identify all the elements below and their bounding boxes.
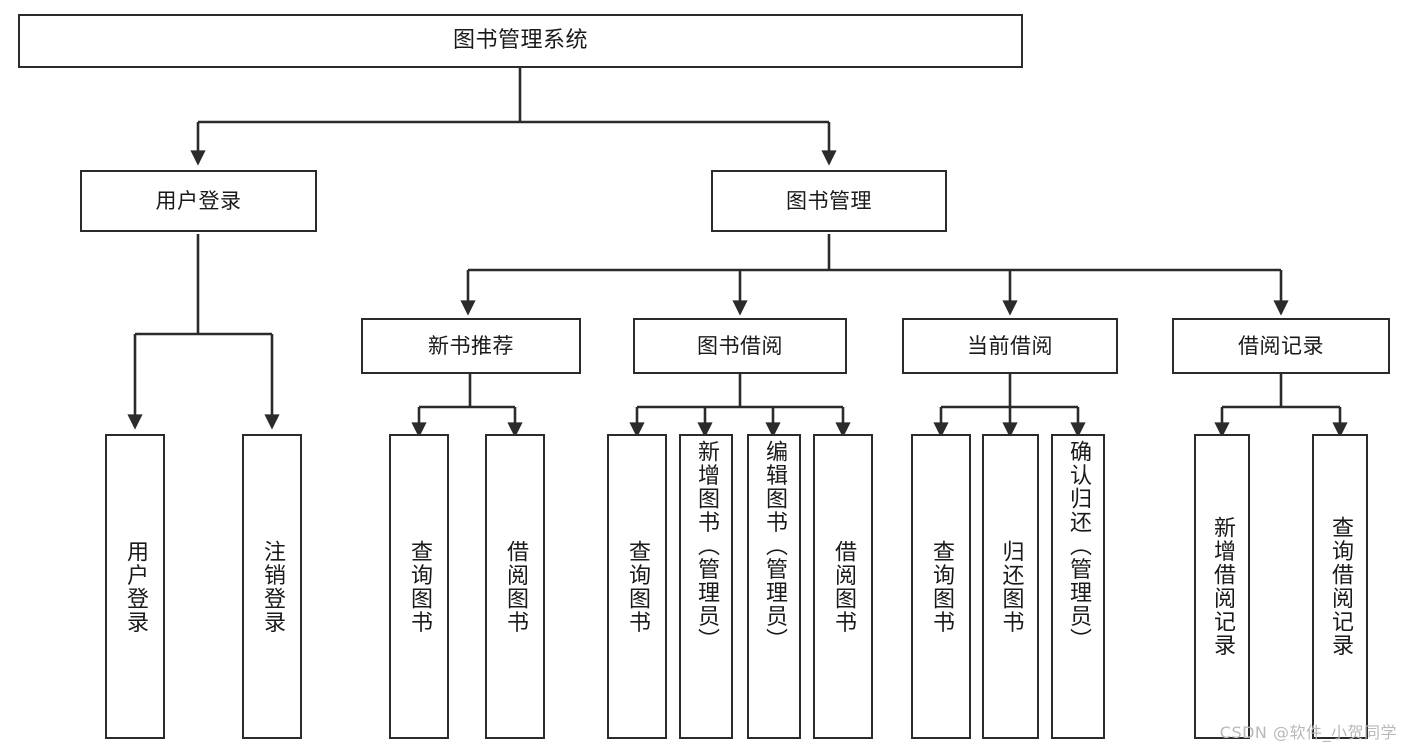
node-label: 查询借阅记录 xyxy=(1328,516,1353,657)
node-label: 注销登录 xyxy=(260,539,285,634)
leaf-user-login-login[interactable]: 用户登录 xyxy=(105,434,165,739)
node-current-borrow[interactable]: 当前借阅 xyxy=(902,318,1118,374)
node-label: 确认归还（管理员） xyxy=(1066,440,1091,652)
node-label: 用户登录 xyxy=(123,539,148,634)
node-label: 图书管理 xyxy=(786,188,872,213)
node-borrow-record[interactable]: 借阅记录 xyxy=(1172,318,1390,374)
leaf-book-borrow-borrow-book[interactable]: 借阅图书 xyxy=(813,434,873,739)
node-label: 新书推荐 xyxy=(428,333,514,358)
leaf-book-borrow-edit-book-admin[interactable]: 编辑图书（管理员） xyxy=(747,434,801,739)
node-new-book-recommend[interactable]: 新书推荐 xyxy=(361,318,581,374)
leaf-borrow-record-add-record[interactable]: 新增借阅记录 xyxy=(1194,434,1250,739)
node-label: 借阅记录 xyxy=(1238,333,1324,358)
node-book-borrow[interactable]: 图书借阅 xyxy=(633,318,847,374)
leaf-current-borrow-query-book[interactable]: 查询图书 xyxy=(911,434,971,739)
leaf-book-borrow-query-book[interactable]: 查询图书 xyxy=(607,434,667,739)
node-label: 归还图书 xyxy=(998,539,1024,634)
node-user-login[interactable]: 用户登录 xyxy=(80,170,317,232)
leaf-book-borrow-add-book-admin[interactable]: 新增图书（管理员） xyxy=(679,434,733,739)
leaf-current-borrow-confirm-return-admin[interactable]: 确认归还（管理员） xyxy=(1051,434,1105,739)
node-label: 查询图书 xyxy=(625,539,650,634)
node-label: 图书管理系统 xyxy=(452,28,588,54)
leaf-user-login-logout[interactable]: 注销登录 xyxy=(242,434,302,739)
node-label: 图书借阅 xyxy=(697,333,783,358)
node-label: 当前借阅 xyxy=(967,333,1053,358)
node-label: 查询图书 xyxy=(407,539,432,634)
csdn-watermark: CSDN @软件_小贺同学 xyxy=(1219,723,1397,742)
node-book-management[interactable]: 图书管理 xyxy=(711,170,947,232)
leaf-new-book-borrow-book[interactable]: 借阅图书 xyxy=(485,434,545,739)
node-label: 编辑图书（管理员） xyxy=(762,440,787,652)
node-label: 借阅图书 xyxy=(503,539,528,634)
leaf-new-book-query-book[interactable]: 查询图书 xyxy=(389,434,449,739)
node-root-book-management-system[interactable]: 图书管理系统 xyxy=(18,14,1023,68)
node-label: 用户登录 xyxy=(155,188,242,213)
leaf-borrow-record-query-record[interactable]: 查询借阅记录 xyxy=(1312,434,1368,739)
node-label: 新增借阅记录 xyxy=(1210,516,1235,657)
leaf-current-borrow-return-book[interactable]: 归还图书 xyxy=(982,434,1039,739)
node-label: 借阅图书 xyxy=(831,539,856,634)
node-label: 查询图书 xyxy=(929,539,954,634)
node-label: 新增图书（管理员） xyxy=(694,440,719,652)
